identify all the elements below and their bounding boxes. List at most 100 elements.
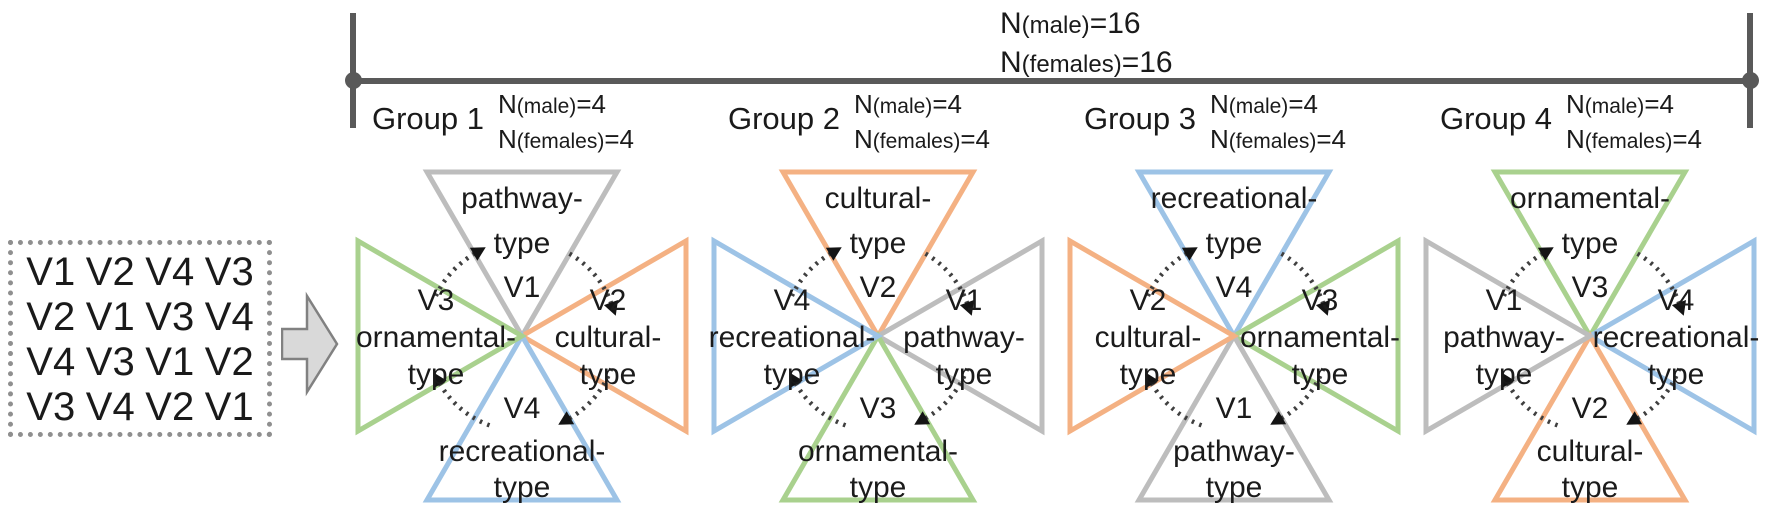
n-prefix: N bbox=[1210, 124, 1229, 154]
triangle-top-label-line: cultural- bbox=[825, 182, 932, 215]
triangle-bottom-label-line: ornamental- bbox=[798, 435, 958, 468]
rotation-arrowhead-top-right bbox=[1315, 299, 1331, 316]
n-paren: (male) bbox=[1021, 12, 1090, 39]
rotation-arrow-top-right bbox=[1636, 251, 1682, 305]
triangle-top-label-line: V1 bbox=[504, 271, 541, 304]
group-panel-1: Group 1 N(male)=4 N(females)=4 pathway- … bbox=[352, 88, 692, 512]
bracket-left-dot bbox=[345, 72, 362, 89]
triangle-top-label-line: pathway- bbox=[461, 182, 583, 215]
triangle-right-label-line: type bbox=[1648, 358, 1705, 391]
triangle-left-label-line: type bbox=[1476, 358, 1533, 391]
matrix-cell: V3 bbox=[85, 340, 135, 384]
group-header: Group 3 N(male)=4 N(females)=4 bbox=[1064, 88, 1404, 158]
rotation-arrow-bottom-right bbox=[1280, 367, 1326, 421]
group-header: Group 1 N(male)=4 N(females)=4 bbox=[352, 88, 692, 158]
triangle-right-label-line: type bbox=[1292, 358, 1349, 391]
matrix-cell: V4 bbox=[145, 250, 195, 294]
matrix-cell: V1 bbox=[145, 340, 195, 384]
triangle-right-label-line: ornamental- bbox=[1240, 321, 1400, 354]
n-prefix: N bbox=[1000, 46, 1022, 79]
n-value: =4 bbox=[604, 124, 634, 154]
right-block-arrow-shape bbox=[281, 291, 339, 397]
bracket-line bbox=[353, 78, 1751, 84]
group-panel-4: Group 4 N(male)=4 N(females)=4 ornamenta… bbox=[1420, 88, 1760, 512]
rotation-arrow-bottom-left bbox=[1505, 382, 1559, 428]
group-title: Group 2 bbox=[728, 101, 841, 136]
bracket-right-tick bbox=[1747, 13, 1753, 128]
group-title: Group 4 bbox=[1440, 101, 1553, 136]
total-n-females: N(females)=16 bbox=[1000, 44, 1173, 83]
total-sample-size: N (male) =16 N(females)=16 bbox=[1000, 5, 1173, 83]
n-prefix: N bbox=[1566, 89, 1585, 119]
group-n-females: N(females)=4 bbox=[1566, 123, 1702, 158]
matrix-cell: V4 bbox=[204, 295, 254, 339]
rotation-arrow-bottom-left bbox=[437, 382, 491, 428]
group-n-male: N(male)=4 bbox=[1210, 88, 1346, 123]
group-n-male: N(male)=4 bbox=[1566, 88, 1702, 123]
group-header: Group 4 N(male)=4 N(females)=4 bbox=[1420, 88, 1760, 158]
triangle-bottom-label-line: cultural- bbox=[1537, 435, 1644, 468]
n-value: =4 bbox=[1288, 89, 1318, 119]
rotation-arrowhead-top-left bbox=[825, 247, 842, 261]
rotation-arrowhead-top-left bbox=[469, 247, 486, 261]
latin-square-matrix: V1 V2 V4 V3 V2 V1 V3 V4 V4 V3 V1 V2 V3 V… bbox=[13, 245, 267, 435]
n-prefix: N bbox=[854, 124, 873, 154]
triangle-right-label-line: type bbox=[580, 358, 637, 391]
triangle-right-label-line: recreational- bbox=[1593, 321, 1760, 354]
n-value: =4 bbox=[1316, 124, 1346, 154]
group-n-females: N(females)=4 bbox=[1210, 123, 1346, 158]
rotation-arrow-bottom-right bbox=[1636, 367, 1682, 421]
triangle-left-label-line: pathway- bbox=[1443, 321, 1565, 354]
triangle-top-label-line: V2 bbox=[860, 271, 897, 304]
rotation-arrowhead-bottom-right bbox=[558, 411, 575, 425]
matrix-cell: V1 bbox=[26, 250, 76, 294]
rotation-arrow-bottom-right bbox=[924, 367, 970, 421]
triangle-top-label-line: type bbox=[850, 227, 907, 260]
matrix-cell: V3 bbox=[26, 385, 76, 429]
n-paren: (females) bbox=[1584, 130, 1673, 153]
matrix-cell: V2 bbox=[85, 250, 135, 294]
group-sample-size: N(male)=4 N(females)=4 bbox=[854, 88, 990, 158]
triangle-top-label-line: recreational- bbox=[1151, 182, 1318, 215]
matrix-cell: V1 bbox=[204, 385, 254, 429]
triangle-bottom-label-line: recreational- bbox=[439, 435, 606, 468]
n-paren: (females) bbox=[872, 130, 961, 153]
group-sample-size: N(male)=4 N(females)=4 bbox=[1566, 88, 1702, 158]
n-paren: (male) bbox=[872, 95, 933, 118]
group-panel-3: Group 3 N(male)=4 N(females)=4 recreatio… bbox=[1064, 88, 1404, 512]
triangle-left-label-line: V3 bbox=[418, 284, 455, 317]
matrix-cell: V2 bbox=[26, 295, 76, 339]
triangle-right-label-line: V1 bbox=[946, 284, 983, 317]
rotation-arrow-bottom-left bbox=[1149, 382, 1203, 428]
n-paren: (male) bbox=[1584, 95, 1645, 118]
triangle-top-label-line: ornamental- bbox=[1510, 182, 1670, 215]
triangle-bottom-label-line: type bbox=[850, 471, 907, 504]
matrix-cell: V3 bbox=[204, 250, 254, 294]
n-prefix: N bbox=[1566, 124, 1585, 154]
n-paren: (females) bbox=[1021, 51, 1122, 78]
rotation-arrow-top-right bbox=[1280, 251, 1326, 305]
triangle-left-label-line: V1 bbox=[1486, 284, 1523, 317]
rotation-pinwheel: cultural- type V2 V1 pathway- type V3 or… bbox=[709, 169, 1045, 504]
n-value: =16 bbox=[1121, 46, 1173, 79]
triangle-bottom-label-line: pathway- bbox=[1173, 435, 1295, 468]
group-n-male: N(male)=4 bbox=[854, 88, 990, 123]
n-value: =4 bbox=[960, 124, 990, 154]
n-prefix: N bbox=[854, 89, 873, 119]
group-title: Group 1 bbox=[372, 101, 485, 136]
rotation-arrowhead-top-right bbox=[959, 299, 975, 316]
group-n-male: N(male)=4 bbox=[498, 88, 634, 123]
bracket-right-dot bbox=[1742, 72, 1759, 89]
rotation-arrowhead-top-left bbox=[1537, 247, 1554, 261]
matrix-cell: V2 bbox=[204, 340, 254, 384]
n-prefix: N bbox=[498, 89, 517, 119]
triangle-bottom-label-line: type bbox=[1206, 471, 1263, 504]
n-prefix: N bbox=[498, 124, 517, 154]
right-block-arrow-icon bbox=[281, 291, 339, 397]
n-value: =4 bbox=[576, 89, 606, 119]
triangle-left-label-line: ornamental- bbox=[356, 321, 516, 354]
rotation-arrow-top-right bbox=[568, 251, 614, 305]
triangle-right-label-line: V2 bbox=[590, 284, 627, 317]
matrix-cell: V3 bbox=[145, 295, 195, 339]
